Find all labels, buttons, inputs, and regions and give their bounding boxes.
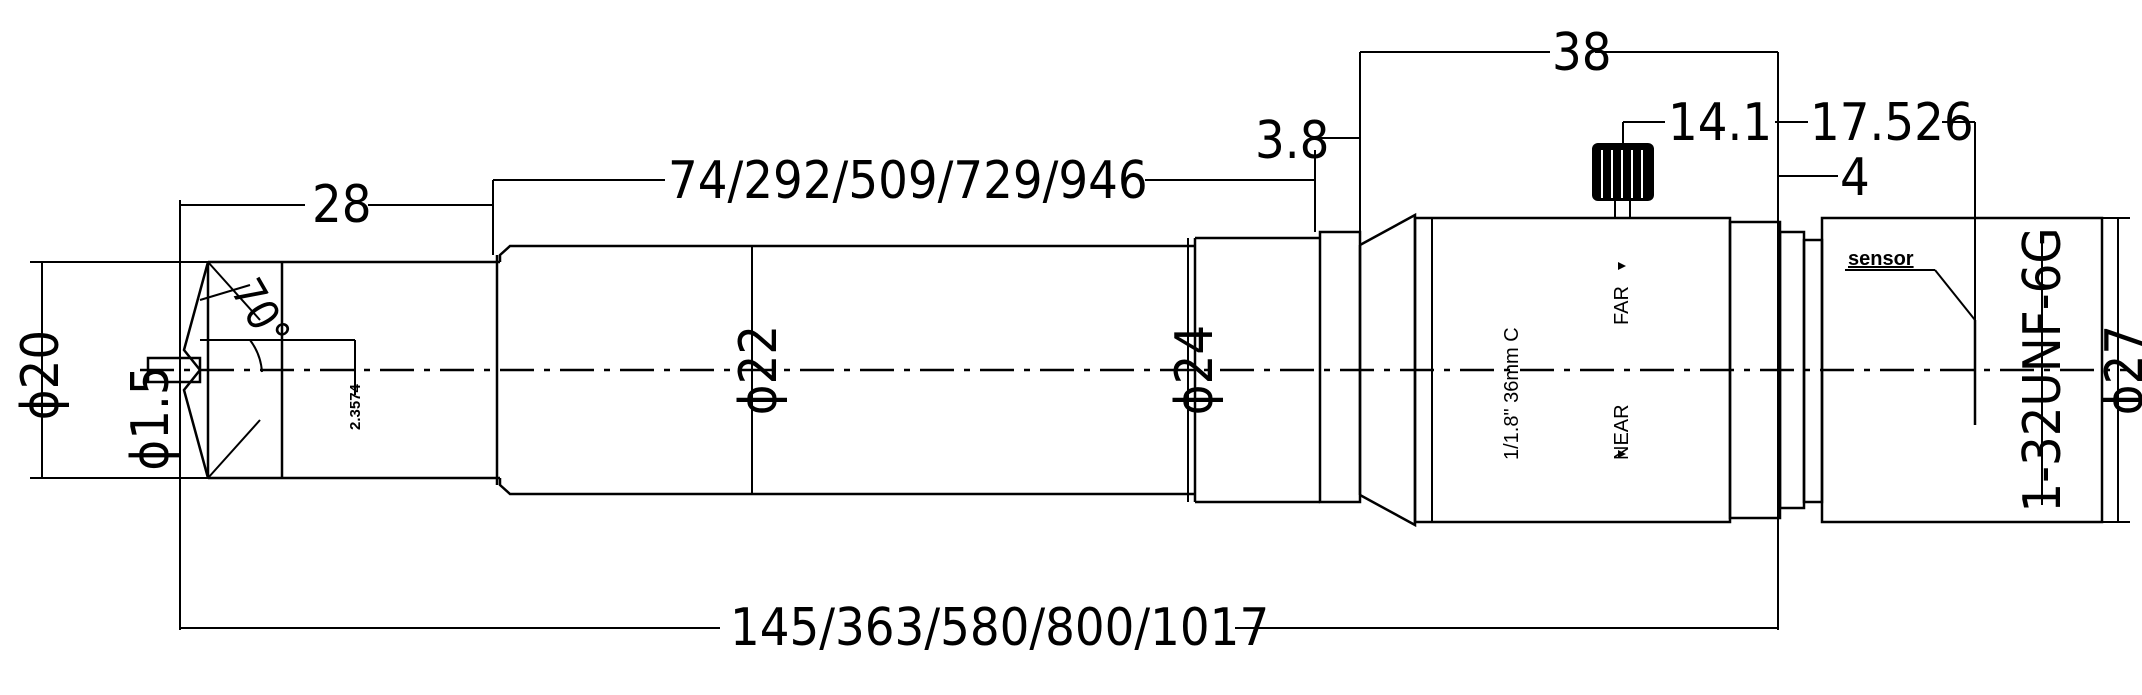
dim-tube-length: 74/292/509/729/946 — [668, 151, 1148, 211]
tip-outline — [146, 260, 356, 480]
dim-dia-tip: ϕ20 — [11, 330, 71, 420]
dim-dia-rear: ϕ24 — [1165, 325, 1225, 415]
dim-back-step: 4 — [1840, 148, 1870, 208]
dim-offset: 2.3574 — [347, 383, 364, 430]
dim-dia-probe: ϕ1.5 — [121, 365, 181, 470]
dim-tip-length: 28 — [312, 175, 372, 235]
dim-dia-body: ϕ27 — [2095, 325, 2142, 415]
dim-dia-tube: ϕ22 — [729, 325, 789, 415]
dim-knob-pos: 14.1 — [1668, 93, 1772, 153]
body-outline — [1318, 212, 2104, 528]
near-arrow-icon — [1618, 450, 1626, 458]
dim-total-length: 145/363/580/800/1017 — [730, 598, 1269, 658]
dim-thread: 1-32UNF-6G — [2013, 227, 2073, 512]
dim-body-length: 38 — [1552, 23, 1612, 83]
far-arrow-icon — [1618, 262, 1626, 270]
tube-outline — [282, 236, 1320, 504]
sensor-label: sensor — [1848, 248, 1914, 270]
far-label: FAR — [1611, 286, 1633, 325]
focus-knob-icon — [1592, 143, 1654, 218]
dim-flange: 3.8 — [1255, 111, 1329, 171]
dim-angle: 70° — [220, 270, 299, 356]
model-label: 1/1.8" 36mm C — [1501, 327, 1523, 460]
dim-flange-focal: 17.526 — [1810, 93, 1974, 153]
near-label: NEAR — [1611, 404, 1633, 460]
